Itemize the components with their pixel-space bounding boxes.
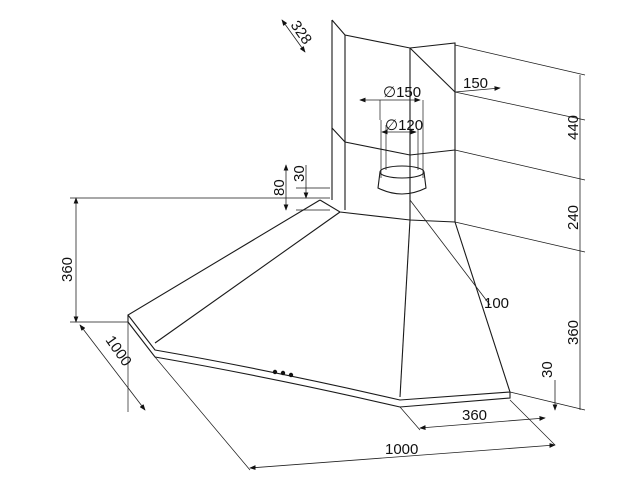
hood-body bbox=[127, 199, 511, 408]
chimney bbox=[331, 19, 456, 222]
dim-30-rim: 30 bbox=[539, 361, 556, 378]
dimension-labels: 328 150 ∅150 ∅120 440 240 360 360 80 30 … bbox=[59, 18, 582, 458]
dim-240: 240 bbox=[565, 205, 582, 230]
dim-80: 80 bbox=[271, 179, 288, 196]
dim-360-right: 360 bbox=[565, 320, 582, 345]
dim-328: 328 bbox=[287, 18, 315, 48]
dim-1000-bottom: 1000 bbox=[385, 441, 418, 458]
wall-reference-lines bbox=[70, 44, 586, 471]
dim-1000-left: 1000 bbox=[102, 333, 135, 370]
dim-30-top: 30 bbox=[291, 165, 308, 182]
dim-360-bottom: 360 bbox=[462, 407, 487, 424]
dim-dia-120: ∅120 bbox=[385, 117, 423, 134]
dim-360-left: 360 bbox=[59, 257, 76, 282]
dim-440: 440 bbox=[565, 115, 582, 140]
dim-100: 100 bbox=[484, 295, 509, 312]
dim-dia-150: ∅150 bbox=[383, 84, 421, 101]
control-button-icon[interactable] bbox=[280, 370, 286, 376]
dim-150: 150 bbox=[463, 75, 488, 92]
control-button-icon[interactable] bbox=[288, 372, 294, 378]
control-button-icon[interactable] bbox=[272, 369, 278, 375]
outlet-collar bbox=[377, 100, 427, 195]
dimension-lines bbox=[73, 19, 581, 470]
